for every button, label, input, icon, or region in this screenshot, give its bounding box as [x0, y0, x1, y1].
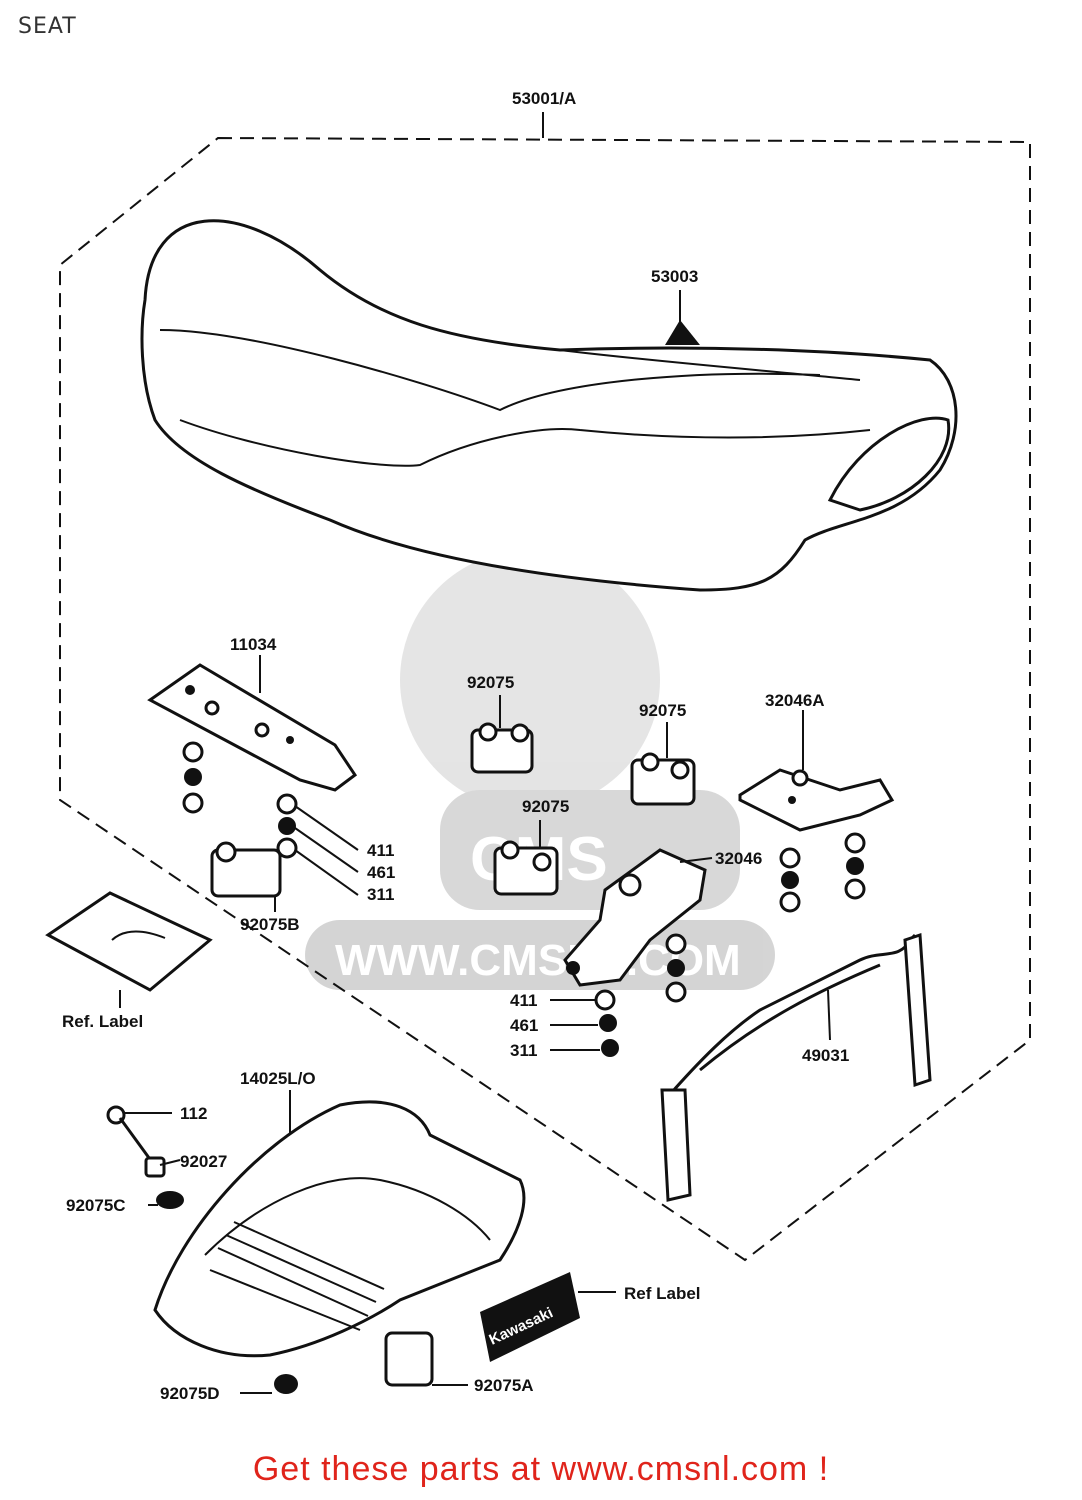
label-92075-1: 92075 — [467, 673, 514, 692]
nut-stack-left — [182, 741, 298, 859]
watermark-logo-icon — [400, 550, 660, 810]
label-ref-label-right: Ref Label — [624, 1284, 701, 1303]
seat — [140, 219, 958, 592]
label-112: 112 — [180, 1104, 207, 1123]
label-461-left: 461 — [367, 863, 395, 882]
part-labels: 53001/A 53003 11034 92075 92075 32046A 9… — [62, 89, 849, 1403]
label-92075-3: 92075 — [522, 797, 569, 816]
label-53001a: 53001/A — [512, 89, 576, 108]
label-ref-label-left: Ref. Label — [62, 1012, 143, 1031]
assembly-boundary — [59, 112, 1031, 1262]
label-11034: 11034 — [230, 635, 277, 654]
label-411-left: 411 — [367, 841, 394, 860]
label-92075b: 92075B — [240, 915, 300, 934]
label-92075-2: 92075 — [639, 701, 686, 720]
label-32046: 32046 — [715, 849, 762, 868]
damper-blocks — [210, 722, 696, 898]
rail-49031 — [660, 932, 932, 1202]
label-311-left: 311 — [367, 885, 394, 904]
bracket-32046 — [563, 848, 707, 987]
label-14025lo: 14025L/O — [240, 1069, 316, 1088]
bolt-and-dampers — [106, 1105, 434, 1394]
ref-label-sheet — [45, 891, 213, 1008]
watermark: CMS WWW.CMSNL.COM — [305, 550, 775, 990]
label-92027: 92027 — [180, 1152, 227, 1171]
plate-11034 — [147, 663, 358, 792]
label-311-right: 311 — [510, 1041, 537, 1060]
leader-lines — [124, 290, 831, 1394]
label-411-right: 411 — [510, 991, 537, 1010]
label-92075c: 92075C — [66, 1196, 126, 1215]
label-461-right: 461 — [510, 1016, 538, 1035]
label-49031: 49031 — [802, 1046, 849, 1065]
label-92075d: 92075D — [160, 1384, 220, 1403]
cmsnl-link[interactable]: Get these parts at www.cmsnl.com ! — [252, 1450, 830, 1488]
emblem: Kawasaki — [480, 1272, 580, 1362]
bracket-32046a — [738, 768, 895, 832]
label-32046a: 32046A — [765, 691, 825, 710]
label-92075a: 92075A — [474, 1376, 534, 1395]
label-53003: 53003 — [651, 267, 698, 286]
page-title: SEAT — [18, 14, 77, 39]
footer-cta[interactable]: Get these parts at www.cmsnl.com ! — [0, 1450, 1082, 1489]
tail-cover-14025 — [153, 1100, 526, 1358]
nut-stack-right — [594, 832, 866, 1057]
